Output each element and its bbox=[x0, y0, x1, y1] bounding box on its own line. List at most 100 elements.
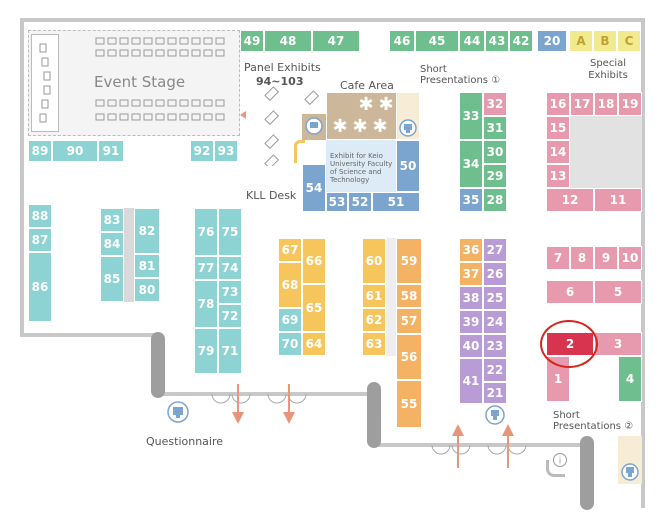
booth-3[interactable]: 3 bbox=[594, 332, 642, 356]
booth-63[interactable]: 63 bbox=[362, 332, 386, 356]
booth-26[interactable]: 26 bbox=[483, 262, 507, 286]
booth-75[interactable]: 75 bbox=[218, 208, 242, 256]
outer-wall-right bbox=[641, 18, 645, 508]
booth-77[interactable]: 77 bbox=[194, 256, 218, 280]
booth-10[interactable]: 10 bbox=[618, 246, 642, 270]
booth-32[interactable]: 32 bbox=[483, 92, 507, 116]
booth-59[interactable]: 59 bbox=[396, 238, 422, 284]
special-exhibit-inner bbox=[570, 116, 642, 188]
booth-93[interactable]: 93 bbox=[214, 140, 238, 162]
booth-81[interactable]: 81 bbox=[134, 254, 160, 278]
booth-72[interactable]: 72 bbox=[218, 304, 242, 328]
booth-61[interactable]: 61 bbox=[362, 284, 386, 308]
booth-79[interactable]: 79 bbox=[194, 328, 218, 374]
booth-46[interactable]: 46 bbox=[389, 30, 415, 52]
booth-90[interactable]: 90 bbox=[52, 140, 98, 162]
booth-25[interactable]: 25 bbox=[483, 286, 507, 310]
booth-55[interactable]: 55 bbox=[396, 380, 422, 428]
entrance-arrow-icon-up-1 bbox=[452, 424, 464, 468]
booth-5[interactable]: 5 bbox=[594, 280, 642, 304]
booth-50[interactable]: 50 bbox=[396, 140, 420, 192]
booth-47[interactable]: 47 bbox=[312, 30, 360, 52]
booth-A[interactable]: A bbox=[569, 30, 593, 52]
booth-80[interactable]: 80 bbox=[134, 278, 160, 302]
booth-84[interactable]: 84 bbox=[100, 232, 124, 256]
booth-B[interactable]: B bbox=[593, 30, 617, 52]
booth-65[interactable]: 65 bbox=[302, 284, 326, 332]
booth-87[interactable]: 87 bbox=[28, 228, 52, 252]
booth-71[interactable]: 71 bbox=[218, 328, 242, 374]
booth-91[interactable]: 91 bbox=[98, 140, 124, 162]
booth-29[interactable]: 29 bbox=[483, 164, 507, 188]
panel-exhibits-label: Panel Exhibits bbox=[244, 61, 321, 74]
booth-19[interactable]: 19 bbox=[618, 92, 642, 116]
booth-28[interactable]: 28 bbox=[483, 188, 507, 212]
booth-88[interactable]: 88 bbox=[28, 204, 52, 228]
booth-67[interactable]: 67 bbox=[278, 238, 302, 262]
booth-23[interactable]: 23 bbox=[483, 334, 507, 358]
booth-11[interactable]: 11 bbox=[594, 188, 642, 212]
booth-27[interactable]: 27 bbox=[483, 238, 507, 262]
booth-56[interactable]: 56 bbox=[396, 334, 422, 380]
booth-38[interactable]: 38 bbox=[459, 286, 483, 310]
booth-24[interactable]: 24 bbox=[483, 310, 507, 334]
booth-78[interactable]: 78 bbox=[194, 280, 218, 328]
booth-15[interactable]: 15 bbox=[546, 116, 570, 140]
booth-89[interactable]: 89 bbox=[28, 140, 52, 162]
booth-36[interactable]: 36 bbox=[459, 238, 483, 262]
booth-86[interactable]: 86 bbox=[28, 252, 52, 322]
booth-35[interactable]: 35 bbox=[459, 188, 483, 212]
booth-70[interactable]: 70 bbox=[278, 332, 302, 356]
booth-73[interactable]: 73 bbox=[218, 280, 242, 304]
booth-41[interactable]: 41 bbox=[459, 358, 483, 404]
booth-57[interactable]: 57 bbox=[396, 308, 422, 334]
booth-21[interactable]: 21 bbox=[483, 382, 507, 404]
booth-83[interactable]: 83 bbox=[100, 208, 124, 232]
booth-53[interactable]: 53 bbox=[326, 192, 348, 212]
booth-20[interactable]: 20 bbox=[537, 30, 567, 52]
booth-42[interactable]: 42 bbox=[509, 30, 533, 52]
booth-39[interactable]: 39 bbox=[459, 310, 483, 334]
booth-8[interactable]: 8 bbox=[570, 246, 594, 270]
booth-74[interactable]: 74 bbox=[218, 256, 242, 280]
booth-62[interactable]: 62 bbox=[362, 308, 386, 332]
booth-22[interactable]: 22 bbox=[483, 358, 507, 382]
booth-66[interactable]: 66 bbox=[302, 238, 326, 284]
booth-68[interactable]: 68 bbox=[278, 262, 302, 308]
booth-33[interactable]: 33 bbox=[459, 92, 483, 140]
booth-85[interactable]: 85 bbox=[100, 256, 124, 302]
booth-37[interactable]: 37 bbox=[459, 262, 483, 286]
booth-17[interactable]: 17 bbox=[570, 92, 594, 116]
booth-7[interactable]: 7 bbox=[546, 246, 570, 270]
booth-30[interactable]: 30 bbox=[483, 140, 507, 164]
booth-76[interactable]: 76 bbox=[194, 208, 218, 256]
booth-18[interactable]: 18 bbox=[594, 92, 618, 116]
booth-C[interactable]: C bbox=[617, 30, 641, 52]
booth-48[interactable]: 48 bbox=[264, 30, 312, 52]
booth-40[interactable]: 40 bbox=[459, 334, 483, 358]
booth-34[interactable]: 34 bbox=[459, 140, 483, 188]
booth-54[interactable]: 54 bbox=[302, 164, 326, 212]
booth-13[interactable]: 13 bbox=[546, 164, 570, 188]
booth-52[interactable]: 52 bbox=[348, 192, 372, 212]
booth-82[interactable]: 82 bbox=[134, 208, 160, 254]
booth-14[interactable]: 14 bbox=[546, 140, 570, 164]
booth-51[interactable]: 51 bbox=[372, 192, 420, 212]
booth-58[interactable]: 58 bbox=[396, 284, 422, 308]
booth-9[interactable]: 9 bbox=[594, 246, 618, 270]
booth-16[interactable]: 16 bbox=[546, 92, 570, 116]
booth-60[interactable]: 60 bbox=[362, 238, 386, 284]
booth-64[interactable]: 64 bbox=[302, 332, 326, 356]
booth-31[interactable]: 31 bbox=[483, 116, 507, 140]
booth-12[interactable]: 12 bbox=[546, 188, 594, 212]
booth-69[interactable]: 69 bbox=[278, 308, 302, 332]
booth-44[interactable]: 44 bbox=[459, 30, 485, 52]
divider-83-82 bbox=[124, 208, 134, 302]
outer-wall-bottom-right bbox=[375, 443, 590, 447]
booth-6[interactable]: 6 bbox=[546, 280, 594, 304]
booth-49[interactable]: 49 bbox=[240, 30, 264, 52]
booth-4[interactable]: 4 bbox=[618, 356, 642, 402]
booth-43[interactable]: 43 bbox=[485, 30, 509, 52]
booth-45[interactable]: 45 bbox=[415, 30, 459, 52]
booth-92[interactable]: 92 bbox=[190, 140, 214, 162]
